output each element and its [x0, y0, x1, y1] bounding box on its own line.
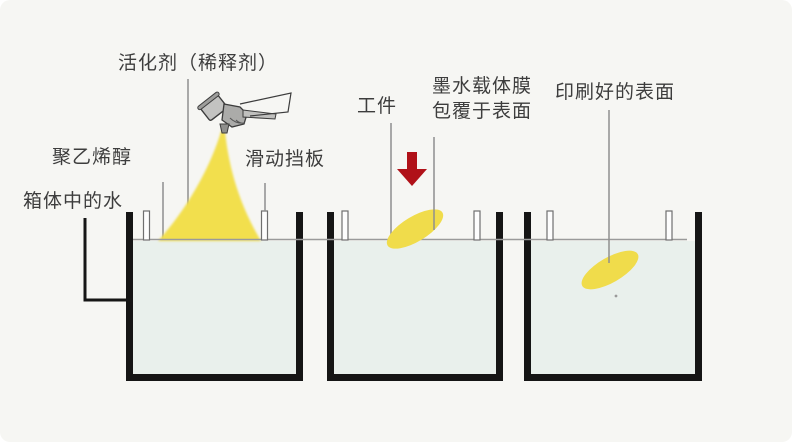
label-film-line1: 墨水载体膜: [432, 76, 533, 97]
droplet-dot: [614, 294, 618, 298]
baffle-post: [260, 210, 269, 241]
label-sliding-baffle: 滑动挡板: [245, 149, 326, 170]
baffle-post: [665, 210, 673, 241]
label-film-line2: 包覆于表面: [432, 101, 533, 122]
tank-3-wall: [524, 212, 702, 381]
label-activator: 活化剂（稀释剂）: [118, 53, 279, 74]
baffle-posts: [142, 210, 673, 241]
spray-cone: [158, 131, 261, 241]
label-workpiece: 工件: [357, 96, 398, 117]
label-printed-surface: 印刷好的表面: [555, 82, 676, 103]
baffle-post: [473, 210, 481, 241]
baffle-post: [142, 210, 151, 241]
leader-line-tank-water: [83, 218, 132, 302]
label-tank-water: 箱体中的水: [23, 191, 124, 212]
down-arrow-icon: [397, 152, 427, 186]
label-pva: 聚乙烯醇: [52, 147, 133, 168]
tank-1-wall: [126, 212, 303, 381]
printed-workpiece-ellipse: [581, 250, 639, 290]
workpiece-film-ellipse: [386, 209, 444, 249]
spray-gun-icon: [197, 91, 292, 134]
baffle-post: [341, 210, 349, 241]
tank-2-water: [334, 241, 496, 374]
baffle-post: [546, 210, 554, 241]
tank-2-wall: [327, 212, 503, 381]
tank-1-water: [133, 241, 296, 374]
